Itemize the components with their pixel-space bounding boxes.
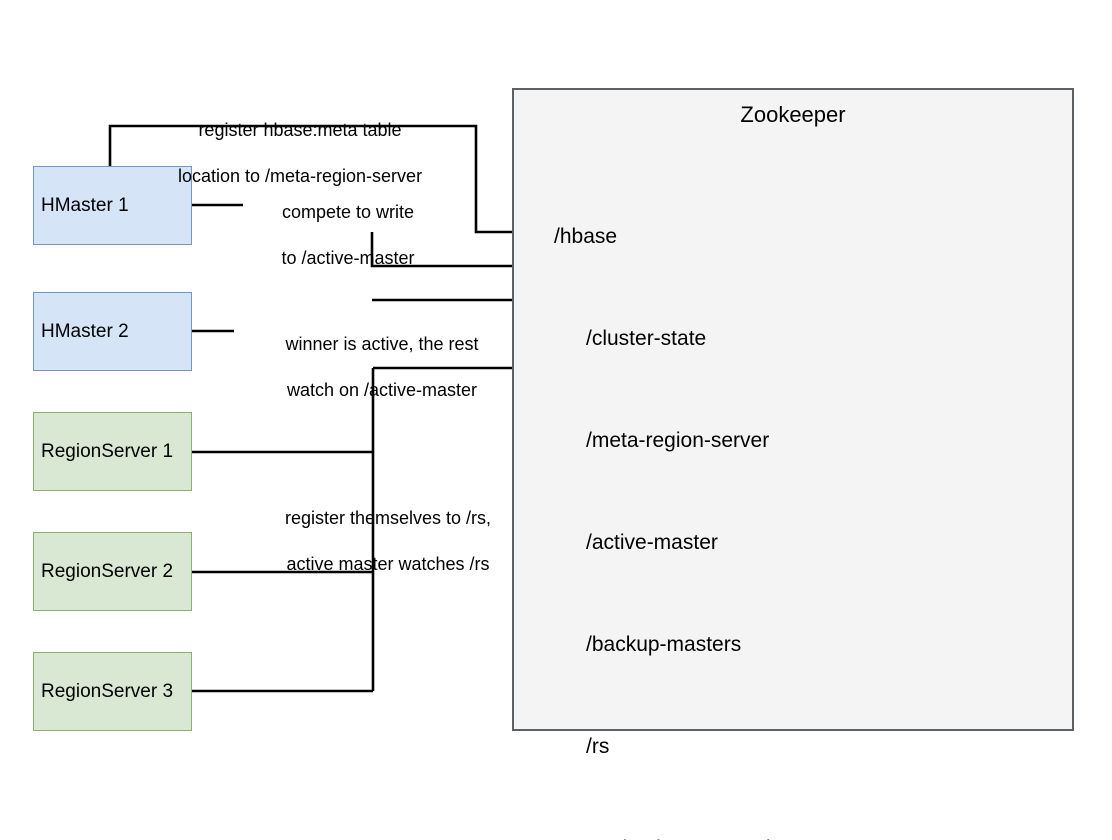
node-hmaster-1[interactable]: HMaster 1 <box>33 166 192 245</box>
edge-label-rs-register-line1: register themselves to /rs, <box>284 508 492 528</box>
edge-label-rs-register: register themselves to /rs, active maste… <box>243 484 513 599</box>
edge-label-winner-active: winner is active, the rest watch on /act… <box>231 310 513 425</box>
node-regionserver-3[interactable]: RegionServer 3 <box>33 652 192 731</box>
node-hmaster-1-label: HMaster 1 <box>41 194 129 216</box>
node-regionserver-2[interactable]: RegionServer 2 <box>33 532 192 611</box>
zookeeper-znode-tree: /hbase /cluster-state /meta-region-serve… <box>554 152 900 840</box>
edge-label-meta-register-line2: location to /meta-region-server <box>177 166 423 186</box>
edge-label-winner-active-line1: winner is active, the rest <box>285 334 479 354</box>
edge-label-compete-write-line2: to /active-master <box>281 248 415 268</box>
zookeeper-panel: Zookeeper /hbase /cluster-state /meta-re… <box>512 88 1074 840</box>
node-hmaster-2[interactable]: HMaster 2 <box>33 292 192 371</box>
node-regionserver-2-label: RegionServer 2 <box>41 560 174 582</box>
node-regionserver-3-label: RegionServer 3 <box>41 680 174 702</box>
znode-backup-masters[interactable]: /backup-masters <box>586 633 742 656</box>
edge-label-compete-write-line1: compete to write <box>281 202 415 222</box>
edge-label-meta-register-line1: register hbase:meta table <box>198 120 402 140</box>
znode-cluster-state[interactable]: /cluster-state <box>586 327 707 350</box>
znode-hbase[interactable]: /hbase <box>554 225 618 248</box>
znode-meta-region-server[interactable]: /meta-region-server <box>586 429 770 452</box>
edge-label-rs-register-line2: active master watches /rs <box>286 554 490 574</box>
znode-rs[interactable]: /rs <box>586 735 610 758</box>
node-regionserver-1-label: RegionServer 1 <box>41 440 174 462</box>
node-hmaster-2-label: HMaster 2 <box>41 320 129 342</box>
edge-label-meta-register: register hbase:meta table location to /m… <box>140 96 440 211</box>
edge-label-winner-active-line2: watch on /active-master <box>286 380 478 400</box>
edge-label-compete-write: compete to write to /active-master <box>243 178 433 293</box>
zookeeper-title: Zookeeper <box>740 102 846 127</box>
znode-active-master[interactable]: /active-master <box>586 531 718 554</box>
znode-regionserver1[interactable]: /regionserver1_hostname:port <box>554 832 900 840</box>
node-regionserver-1[interactable]: RegionServer 1 <box>33 412 192 491</box>
